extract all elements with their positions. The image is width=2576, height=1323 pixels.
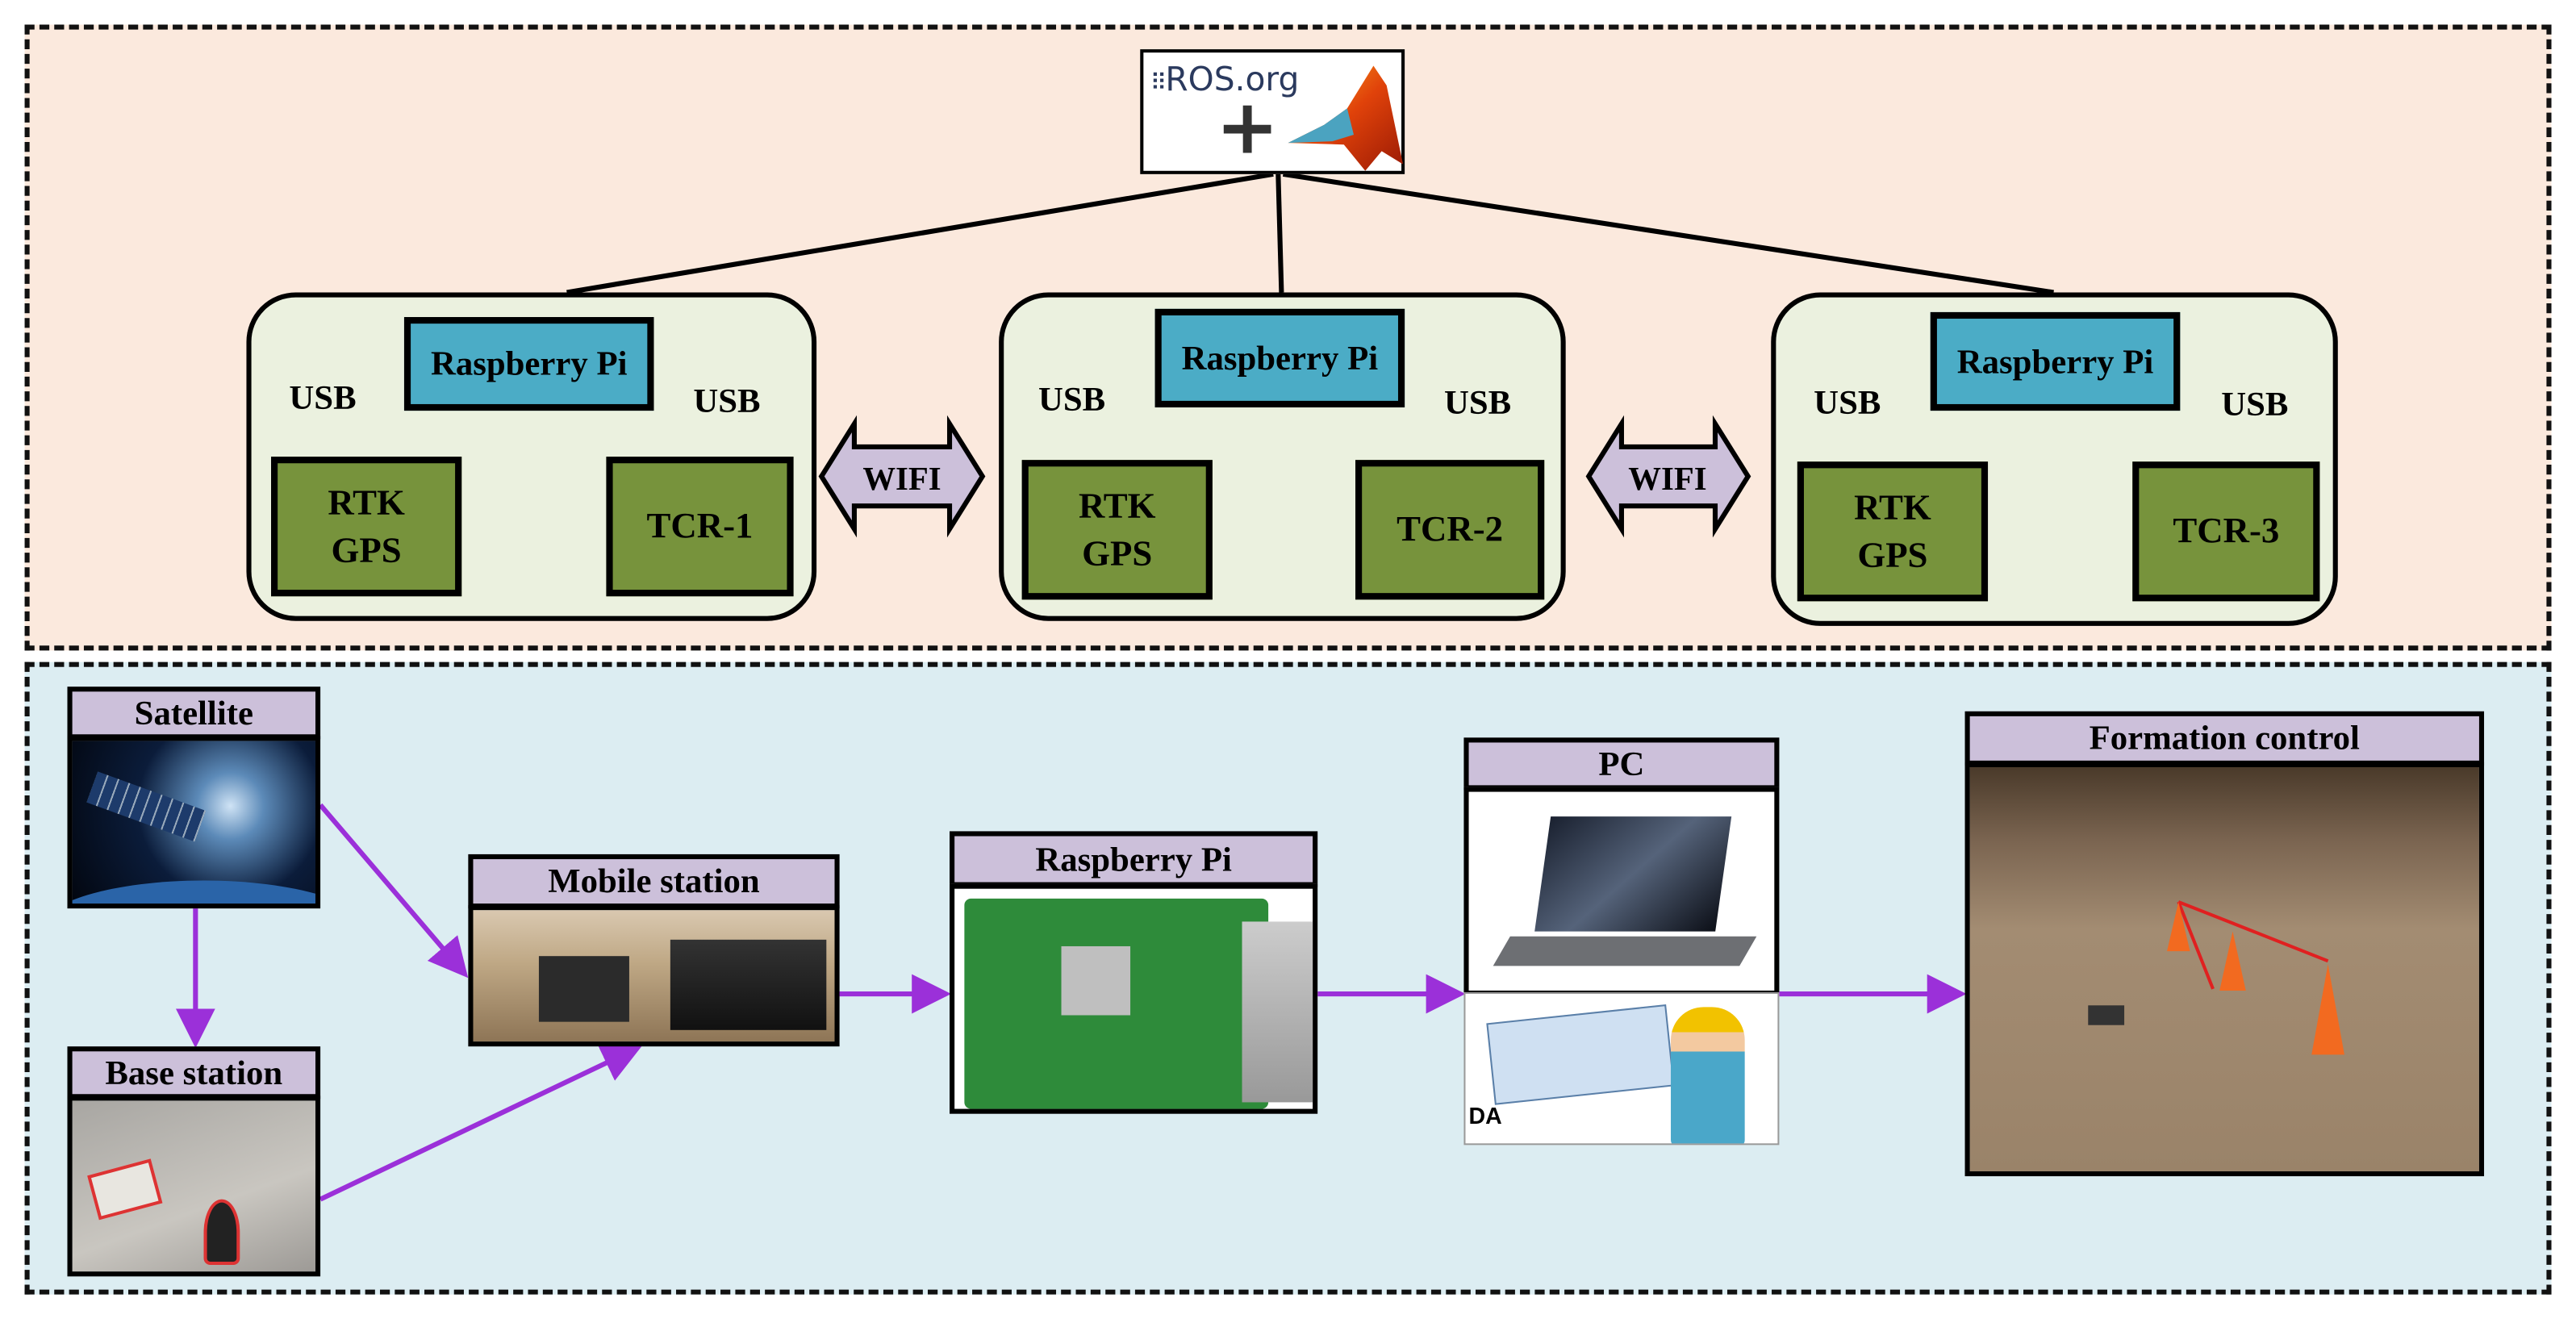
earth-horizon <box>72 880 315 904</box>
usb-label: USB <box>1038 379 1106 419</box>
usb-label: USB <box>1443 382 1512 423</box>
formation-control-label: Formation control <box>1964 711 2485 766</box>
antenna <box>203 1199 240 1266</box>
radio-equipment <box>670 939 827 1030</box>
raspberry-pi-box: Raspberry Pi <box>403 317 654 411</box>
satellite-solar-panel <box>86 771 207 842</box>
traffic-cone <box>2167 901 2190 952</box>
link-node-1 <box>566 171 1274 295</box>
mobile-station-photo <box>468 905 840 1047</box>
radio-equipment <box>538 956 629 1022</box>
traffic-cone <box>2219 931 2246 991</box>
plus-icon: + <box>1215 81 1280 171</box>
tcr-box: TCR-3 <box>2132 461 2320 602</box>
usb-label: USB <box>289 378 357 418</box>
ros-dots-icon: ⠿ <box>1150 70 1167 98</box>
pc-label: PC <box>1463 737 1780 791</box>
receiver-box <box>87 1158 163 1221</box>
ros-text: ROS.org <box>1165 59 1300 99</box>
mobile-station-label: Mobile station <box>468 853 840 909</box>
rtk-gps-box: RTK GPS <box>1021 460 1213 600</box>
usb-label: USB <box>1814 382 1881 423</box>
soc-chip <box>1061 945 1131 1016</box>
laptop-photo <box>1463 787 1780 996</box>
laptop-screen <box>1534 816 1732 932</box>
wifi-arrow-2: WIFI <box>1585 415 1751 538</box>
satellite-label: Satellite <box>67 687 321 740</box>
raspberry-pi-box: Raspberry Pi <box>1154 308 1405 408</box>
ros-logo: ⠿ROS.org <box>1150 59 1299 98</box>
robot-vehicle <box>2088 1005 2125 1025</box>
arrow-satellite-to-mobile <box>318 803 469 979</box>
rtk-gps-box: RTK GPS <box>1797 461 1989 602</box>
usb-label: USB <box>693 381 761 421</box>
usb-label: USB <box>2221 384 2289 424</box>
formation-cones <box>2088 900 2344 1055</box>
engineer-figure <box>1671 1007 1745 1144</box>
base-station-label: Base station <box>67 1046 321 1100</box>
link-node-3 <box>1282 171 2054 295</box>
pc-photo-text: DA <box>1468 1102 1502 1129</box>
ros-matlab-logo: ⠿ROS.org + <box>1140 49 1405 174</box>
rtk-gps-box: RTK GPS <box>271 457 462 597</box>
ros-links <box>566 171 2054 295</box>
formation-control-photo <box>1964 762 2485 1177</box>
usb-ports <box>1242 921 1313 1103</box>
link-node-2 <box>1275 173 1284 293</box>
tcr-box: TCR-1 <box>606 457 794 597</box>
laptop-base <box>1493 936 1757 966</box>
wifi-label: WIFI <box>1628 461 1706 497</box>
matlab-logo-icon <box>1288 65 1404 171</box>
raspberry-pi-box: Raspberry Pi <box>1930 311 2181 411</box>
arrow-base-to-mobile <box>319 1045 642 1202</box>
raspberry-pi-photo <box>950 883 1318 1114</box>
base-station-photo <box>67 1096 321 1277</box>
raspberry-pi-label: Raspberry Pi <box>950 831 1318 887</box>
engineer-illustration: DA <box>1463 991 1780 1146</box>
satellite-photo <box>67 736 321 909</box>
traffic-cone <box>2311 964 2344 1055</box>
blueprint <box>1486 1004 1675 1105</box>
wifi-label: WIFI <box>862 461 941 497</box>
tcr-box: TCR-2 <box>1355 460 1545 600</box>
wifi-arrow-1: WIFI <box>818 415 986 538</box>
